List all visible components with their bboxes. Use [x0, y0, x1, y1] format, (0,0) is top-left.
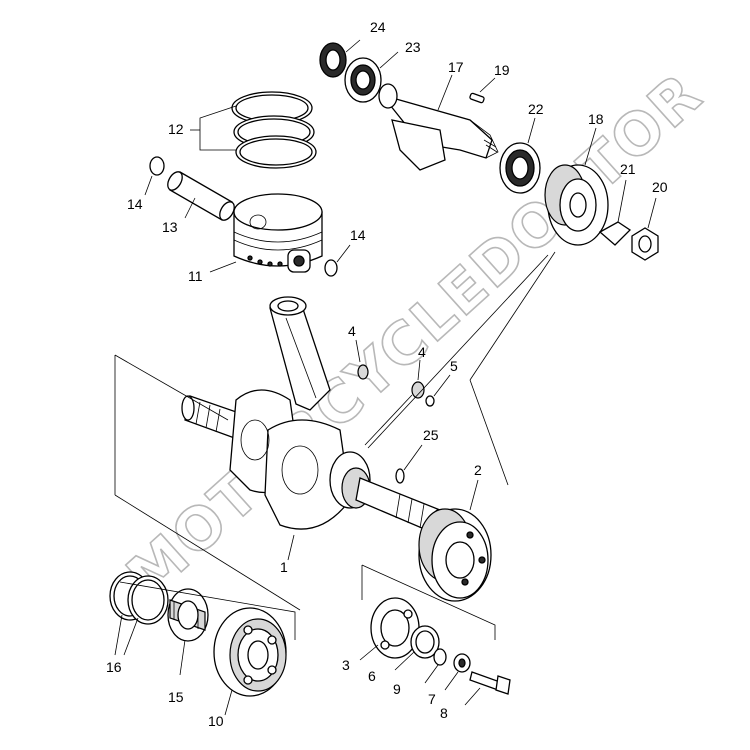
piston-pin-13: [167, 171, 235, 221]
callout-21: 21: [620, 161, 636, 177]
callout-7: 7: [428, 691, 436, 707]
balancer-shaft-17: [378, 74, 499, 171]
callout-14-lower: 14: [350, 227, 366, 243]
callout-3: 3: [342, 657, 350, 673]
circlip-14-upper: [144, 156, 165, 196]
nut-20: [631, 197, 659, 261]
key-19: [469, 77, 496, 104]
callout-9: 9: [393, 681, 401, 697]
bearing-23: [344, 51, 399, 103]
callout-24: 24: [370, 19, 386, 35]
callout-18: 18: [588, 111, 604, 127]
roller-cage-15: [167, 588, 209, 676]
leader-roller-link: [364, 394, 413, 446]
roller-4b: [411, 359, 425, 399]
callout-15: 15: [168, 689, 184, 705]
callout-6: 6: [368, 668, 376, 684]
bracket-gear-down: [469, 379, 509, 486]
callout-1: 1: [280, 559, 288, 575]
bolt-8: [464, 671, 511, 706]
callout-4-a: 4: [348, 323, 356, 339]
bearing-10: [213, 607, 287, 716]
callout-19: 19: [494, 62, 510, 78]
oil-seal-24: [319, 39, 361, 78]
pin-5: [425, 374, 451, 407]
callout-4-b: 4: [418, 344, 426, 360]
bracket-bottom-left-group: [119, 581, 296, 640]
primary-gear-2: [418, 479, 492, 602]
washer-9: [424, 648, 447, 684]
ring-6: [394, 625, 440, 671]
callout-5: 5: [450, 358, 458, 374]
rings-16: [109, 571, 169, 656]
bearing-22: [499, 117, 541, 194]
piston-11: [209, 193, 323, 273]
bracket-crank-left: [114, 354, 229, 421]
callout-12: 12: [168, 121, 184, 137]
bracket-gear-link: [367, 254, 549, 449]
callout-2: 2: [474, 462, 482, 478]
callout-10: 10: [208, 713, 224, 729]
callout-13: 13: [162, 219, 178, 235]
lock-washer-21: [598, 179, 632, 246]
washer-7: [444, 653, 471, 691]
callout-20: 20: [652, 179, 668, 195]
roller-4a: [355, 339, 369, 380]
circlip-14-lower: [324, 244, 351, 277]
key-25: [395, 444, 423, 484]
callout-8: 8: [440, 705, 448, 721]
bracket-crank-bottom: [114, 494, 301, 611]
callout-16: 16: [106, 659, 122, 675]
plate-3: [359, 597, 420, 661]
callout-17: 17: [448, 59, 464, 75]
callout-25: 25: [423, 427, 439, 443]
callout-11: 11: [188, 268, 203, 284]
piston-rings-12: [190, 91, 317, 169]
crankshaft-1: [181, 296, 444, 561]
callout-22: 22: [528, 101, 544, 117]
callout-23: 23: [405, 39, 421, 55]
balancer-gear-18: [544, 127, 609, 246]
bracket-bottom-right: [361, 564, 496, 640]
bracket-gear-right: [469, 251, 556, 381]
callout-14-upper: 14: [127, 196, 143, 212]
